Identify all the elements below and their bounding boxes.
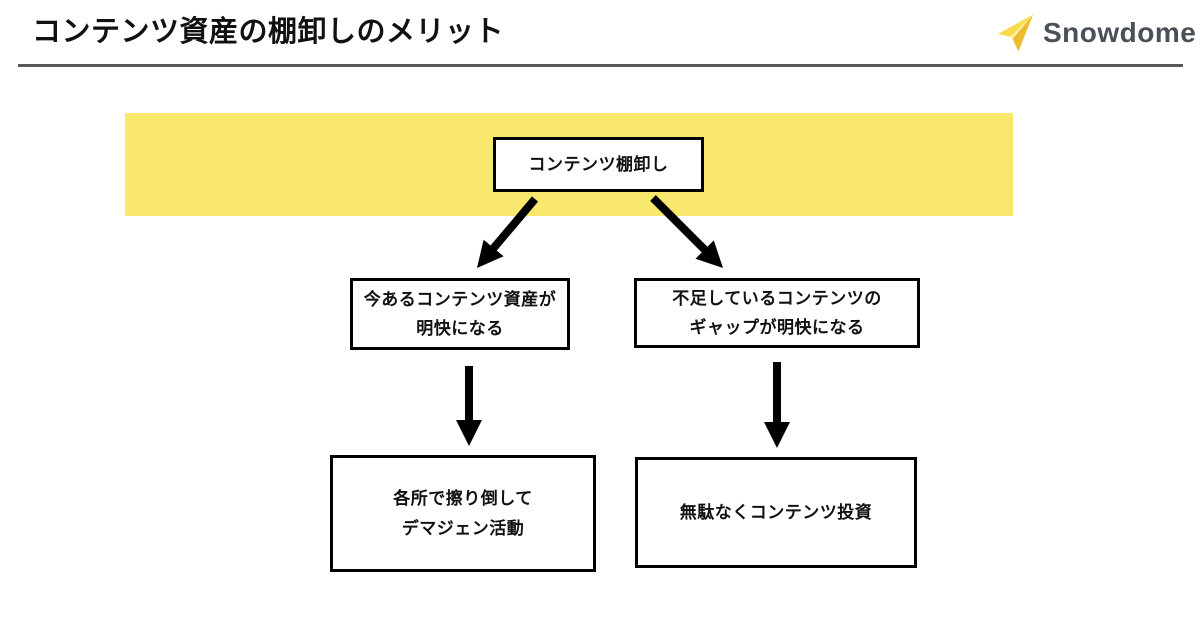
node-label-line: 無駄なくコンテンツ投資 <box>679 502 873 522</box>
node-demandgen-activity: 各所で擦り倒して デマジェン活動 <box>330 455 596 572</box>
logo-paper-plane-icon <box>997 14 1034 52</box>
node-existing-assets-clear: 今あるコンテンツ資産が 明快になる <box>350 278 570 350</box>
arrow-branch-left-to-outcome-left <box>456 366 482 446</box>
page-title: コンテンツ資産の棚卸しのメリット <box>32 16 505 48</box>
node-content-gap-clear: 不足しているコンテンツの ギャップが明快になる <box>634 278 920 348</box>
node-label-line: デマジェン活動 <box>401 518 525 538</box>
logo-text: Snowdome <box>1043 17 1197 48</box>
node-label-line: 不足しているコンテンツの <box>672 288 882 308</box>
logo: Snowdome <box>997 13 1196 53</box>
arrow-branch-right-to-outcome-right <box>764 362 790 448</box>
node-label-line: 各所で擦り倒して <box>393 489 533 509</box>
node-label: コンテンツ棚卸し <box>528 154 669 174</box>
node-label-line: 今あるコンテンツ資産が <box>363 289 557 309</box>
header-divider <box>18 64 1183 67</box>
node-content-inventory: コンテンツ棚卸し <box>493 137 704 192</box>
node-label-line: 明快になる <box>416 319 504 338</box>
node-label-line: ギャップが明快になる <box>689 318 865 337</box>
node-efficient-content-investment: 無駄なくコンテンツ投資 <box>635 457 917 568</box>
